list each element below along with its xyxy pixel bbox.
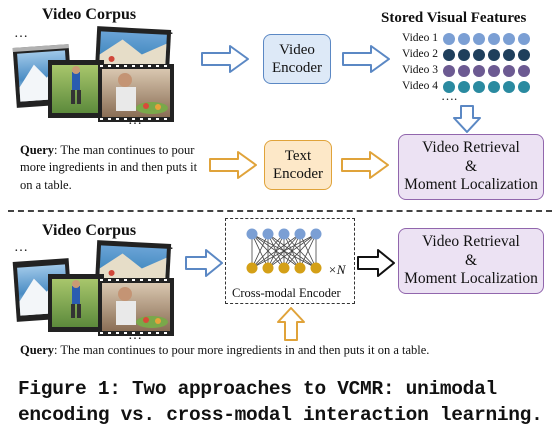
feature-dot: [458, 33, 470, 45]
feature-dot: [518, 33, 530, 45]
feature-dot: [488, 33, 500, 45]
bottom-corpus-title: Video Corpus: [42, 222, 137, 239]
text-encoder-line2: Encoder: [273, 166, 323, 182]
feature-dot: [503, 33, 515, 45]
top-retrieval-box: Video Retrieval & Moment Localization: [398, 134, 544, 200]
feature-dot: [458, 81, 470, 93]
top-retrieval-line1: Video Retrieval: [422, 138, 520, 156]
video-label-3: Video 3: [402, 64, 439, 76]
arrow-corpus-to-cross-modal: [185, 249, 223, 277]
bottom-retrieval-box: Video Retrieval & Moment Localization: [398, 228, 544, 294]
feature-dot: [473, 65, 485, 77]
video-label-1: Video 1: [402, 32, 439, 44]
feature-dot: [503, 49, 515, 61]
bottom-query-text: : The man continues to pour more ingredi…: [54, 343, 430, 357]
feature-dot: [473, 81, 485, 93]
bottom-query-label: Query: [20, 343, 55, 357]
feature-dot: [443, 81, 455, 93]
video-encoder-line2: Encoder: [272, 60, 322, 76]
top-ellipsis-left: …: [14, 26, 28, 41]
text-encoder-line1: Text: [284, 147, 312, 164]
times-n-label: ×N: [328, 262, 346, 277]
feature-dot: [518, 81, 530, 93]
feature-dot: [488, 81, 500, 93]
arrow-features-to-retrieval: [453, 105, 481, 133]
top-corpus-title: Video Corpus: [42, 6, 137, 23]
feature-dot: [518, 49, 530, 61]
bottom-ellipsis-left: …: [14, 240, 28, 255]
feature-dot: [443, 65, 455, 77]
feature-dot: [443, 33, 455, 45]
bottom-query: Query: The man continues to pour more in…: [20, 342, 550, 359]
feature-dot: [458, 65, 470, 77]
feature-dot: [458, 49, 470, 61]
top-retrieval-line3: Moment Localization: [404, 176, 538, 194]
arrow-cross-modal-to-retrieval: [357, 249, 395, 277]
video-label-2: Video 2: [402, 48, 439, 60]
video-label-4: Video 4: [402, 80, 439, 92]
top-query-label: Query: [20, 143, 55, 157]
feature-dot: [488, 49, 500, 61]
bottom-retrieval-line3: Moment Localization: [404, 270, 538, 288]
top-query: Query: The man continues to pour more in…: [20, 142, 210, 194]
features-ellipsis: ….: [441, 88, 458, 103]
feature-dot: [473, 33, 485, 45]
feature-dot: [473, 49, 485, 61]
stored-feature-dots: [443, 33, 530, 93]
arrow-corpus-to-video-encoder: [201, 45, 249, 73]
top-video-filmstrips: [12, 26, 174, 122]
feature-dot: [443, 49, 455, 61]
bottom-video-filmstrips: [12, 240, 174, 336]
video-encoder-line1: Video: [279, 41, 315, 58]
arrow-query-to-text-encoder: [209, 151, 257, 179]
bottom-retrieval-line2: &: [464, 251, 478, 269]
stored-features-title: Stored Visual Features: [381, 10, 527, 26]
arrow-text-encoder-to-retrieval: [341, 151, 389, 179]
section-divider: [8, 210, 552, 212]
feature-dot: [488, 65, 500, 77]
cross-modal-encoder-box: [225, 218, 355, 304]
bottom-retrieval-line1: Video Retrieval: [422, 232, 520, 250]
cross-modal-label: Cross-modal Encoder: [232, 286, 341, 300]
feature-dot: [503, 81, 515, 93]
arrow-video-encoder-to-features: [342, 45, 390, 73]
top-retrieval-line2: &: [464, 157, 478, 175]
feature-dot: [503, 65, 515, 77]
cross-modal-network: [246, 228, 322, 274]
feature-dot: [518, 65, 530, 77]
arrow-query-to-cross-modal: [277, 307, 305, 341]
top-query-text: : The man continues to pour more ingredi…: [20, 143, 198, 192]
figure-caption: Figure 1: Two approaches to VCMR: unimod…: [18, 378, 543, 427]
